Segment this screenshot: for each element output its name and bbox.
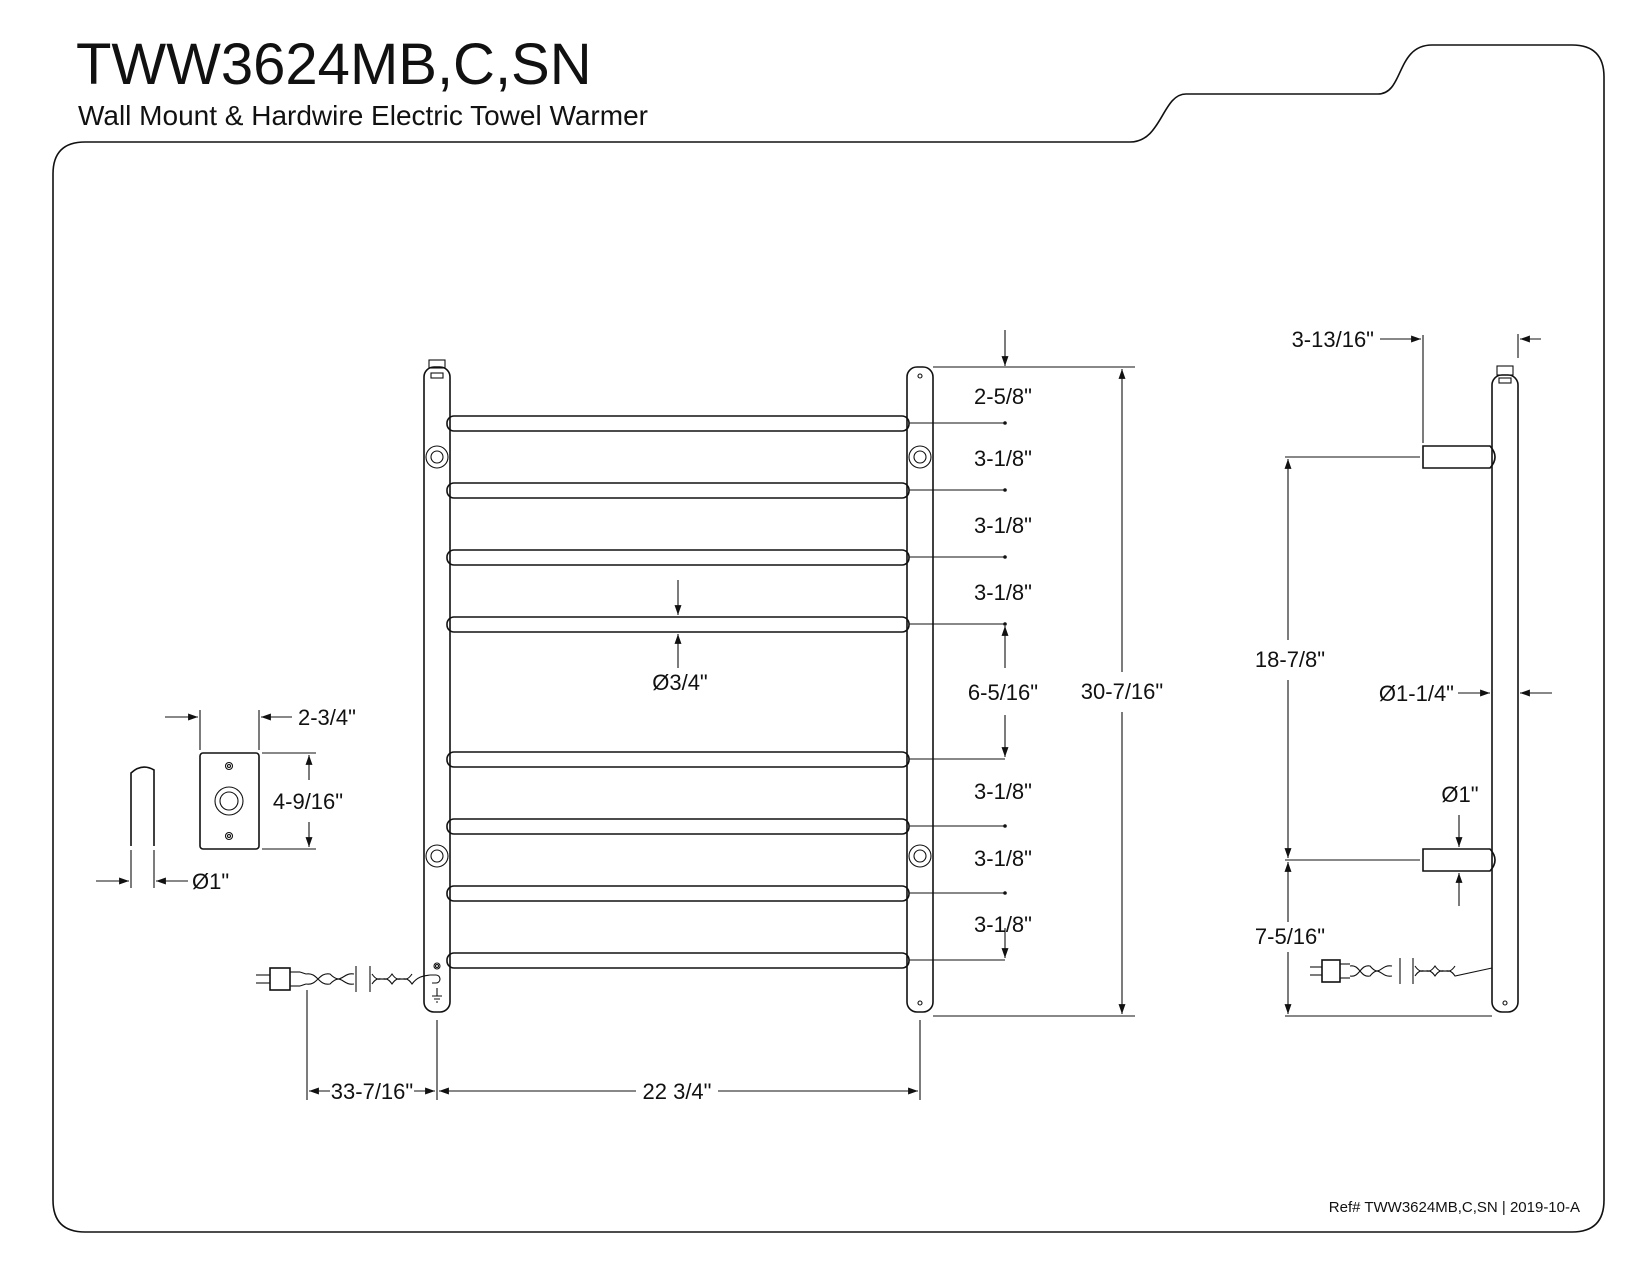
left-post <box>423 359 451 1013</box>
plate-width-label: 2-3/4" <box>298 705 356 730</box>
cord-length-label: 33-7/16" <box>331 1079 413 1104</box>
spacing-label: 3-1/8" <box>974 580 1032 605</box>
bracket-diameter-label: Ø1" <box>1441 782 1478 807</box>
bottom-offset-label: 7-5/16" <box>1255 924 1325 949</box>
towel-bar <box>446 415 910 432</box>
spacing-label: 3-1/8" <box>974 779 1032 804</box>
mounting-plate <box>199 752 260 850</box>
overall-height-dimension: 30-7/16" <box>1081 369 1163 1014</box>
reference-number: Ref# TWW3624MB,C,SN | 2019-10-A <box>1329 1199 1580 1216</box>
towel-bar <box>446 751 910 768</box>
towel-bar <box>446 818 910 835</box>
towel-bar <box>446 952 910 969</box>
side-post-diameter-label: Ø1-1/4" <box>1379 681 1454 706</box>
upper-bracket <box>1422 445 1496 469</box>
right-post <box>906 366 934 1013</box>
post-diameter-label: Ø1" <box>192 869 229 894</box>
plate-height-label: 4-9/16" <box>273 789 343 814</box>
side-power-cord <box>1310 958 1493 984</box>
width-label: 22 3/4" <box>643 1079 712 1104</box>
towel-bar <box>446 549 910 566</box>
side-post <box>1491 374 1519 1013</box>
spacing-label: 3-1/8" <box>974 513 1032 538</box>
towel-bar <box>446 885 910 902</box>
bracket-spacing-label: 18-7/8" <box>1255 647 1325 672</box>
bar-spacing-dimensions: 2-5/8" 3-1/8" 3-1/8" 3-1/8" 6-5/16" 3-1/… <box>909 330 1135 1017</box>
bar-diameter-dimension: Ø3/4" <box>652 580 708 695</box>
spacing-label: 3-1/8" <box>974 446 1032 471</box>
power-cord <box>256 962 442 1003</box>
mount-detail: 2-3/4" 4-9/16" Ø1" <box>96 705 356 894</box>
spacing-label: 2-5/8" <box>974 384 1032 409</box>
sheet-border <box>52 44 1605 1233</box>
lower-bracket <box>1422 848 1496 872</box>
width-dimension: 33-7/16" 22 3/4" <box>306 990 921 1104</box>
spacing-label: 3-1/8" <box>974 912 1032 937</box>
side-view: 3-13/16" 18-7/8" 7-5/16" Ø1-1/4" Ø1" <box>1255 327 1552 1017</box>
towel-bar <box>446 482 910 499</box>
front-view: 2-5/8" 3-1/8" 3-1/8" 3-1/8" 6-5/16" 3-1/… <box>256 330 1163 1104</box>
model-title: TWW3624MB,C,SN <box>76 32 592 97</box>
towel-bar <box>446 616 910 633</box>
spacing-label: 6-5/16" <box>968 680 1038 705</box>
overall-height-label: 30-7/16" <box>1081 679 1163 704</box>
depth-label: 3-13/16" <box>1292 327 1374 352</box>
post-section <box>130 766 155 846</box>
product-subtitle: Wall Mount & Hardwire Electric Towel War… <box>78 100 648 131</box>
bar-diameter-label: Ø3/4" <box>652 670 708 695</box>
spacing-label: 3-1/8" <box>974 846 1032 871</box>
